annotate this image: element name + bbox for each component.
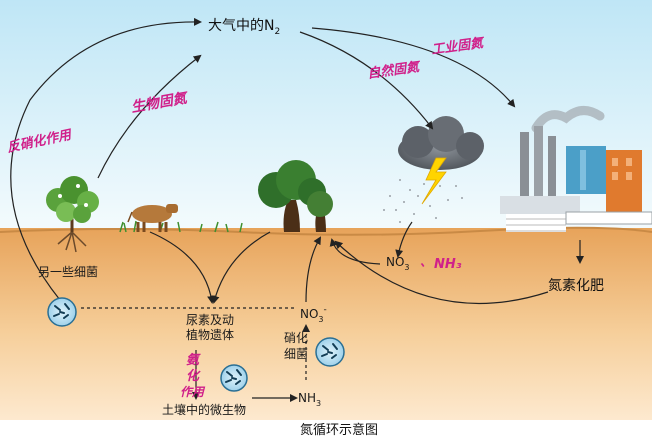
label-atmosphere-n2: 大气中的N2	[208, 18, 280, 37]
hand-ammonification-3: 作用	[180, 385, 206, 399]
storm-cloud	[383, 116, 484, 223]
label-soil-microbes: 土壤中的微生物	[162, 402, 246, 417]
arrow-rain-to-no3	[395, 221, 413, 258]
bacteria-icon	[220, 364, 248, 392]
label-nitrifying-line1: 硝化	[284, 331, 308, 345]
hand-ammonification-2: 化	[186, 368, 201, 384]
arrow-sky-no3-to-tree	[329, 238, 381, 265]
label-urea-remains-line2: 植物遗体	[186, 327, 234, 342]
soil	[0, 228, 652, 420]
trees	[258, 160, 333, 232]
label-nitrifying-line2: 细菌	[284, 347, 308, 361]
hand-industrial-fixation: 工业固氮	[430, 35, 486, 58]
label-nh3: NH3	[298, 391, 321, 408]
label-other-bacteria: 另一些细菌	[38, 265, 98, 279]
arrow-denitrification	[10, 17, 202, 301]
hand-separator: 、	[420, 255, 432, 269]
arrow-n2-to-factory	[311, 27, 516, 108]
label-fertilizer: 氮素化肥	[548, 278, 604, 294]
arrow-no3-to-tree	[305, 236, 322, 303]
label-other-bacteria-text: 另一些细菌	[38, 265, 98, 279]
arrow-n2-to-cloud	[299, 31, 434, 130]
ground-line	[0, 226, 652, 236]
arrow-animal-to-urea	[149, 231, 216, 304]
bacteria-icon	[47, 297, 77, 327]
caption-strip	[0, 420, 652, 441]
hand-ammonification-1: 氨	[186, 352, 201, 368]
label-no3-sky: NO3	[386, 255, 410, 272]
arrow-tree-to-urea	[211, 231, 271, 304]
hand-lightning-fixation: 自然固氮	[366, 59, 422, 82]
label-urea-remains-line1: 尿素及动	[186, 313, 234, 327]
bacteria-icon	[315, 337, 345, 367]
hand-nh3: NH₃	[434, 257, 462, 272]
cow	[127, 204, 178, 232]
shrub-plant	[46, 176, 99, 253]
lightning-icon	[421, 157, 447, 205]
diagram-title: 氮循环示意图	[300, 422, 378, 438]
arrow-fertilizer-to-tree	[334, 240, 549, 305]
arrow-n2-to-plant	[97, 54, 202, 179]
factory	[500, 106, 652, 232]
cycle-arrows	[10, 17, 584, 402]
label-no3-soil: NO3-	[300, 305, 327, 324]
